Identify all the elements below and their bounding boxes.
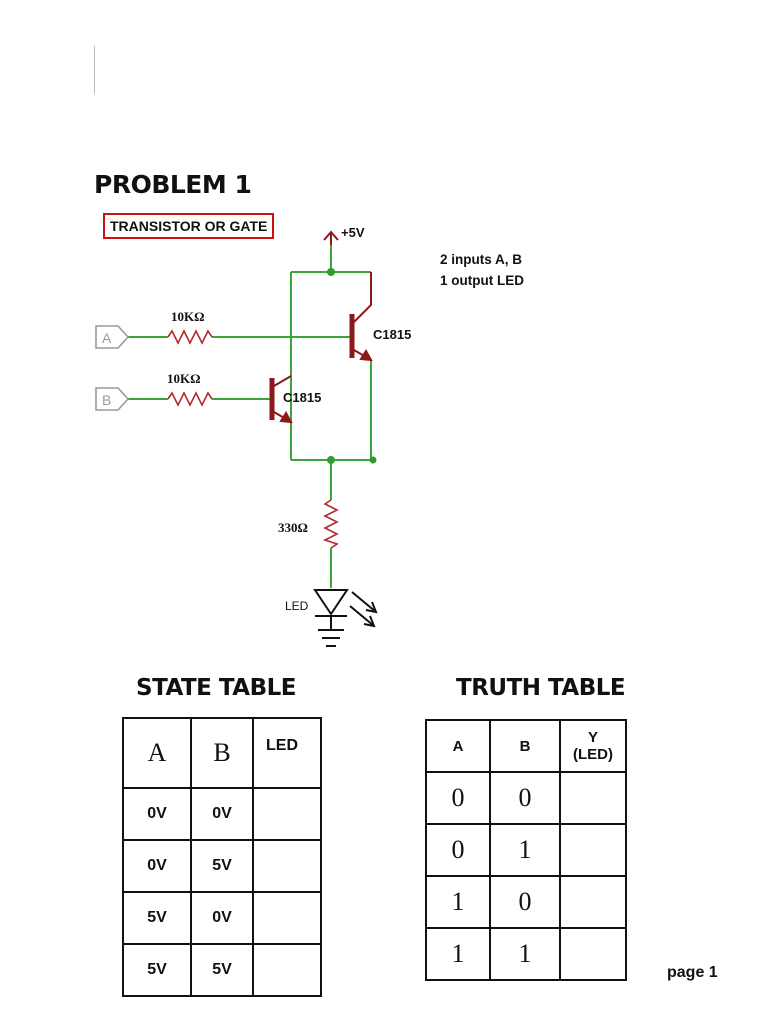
resistor-b-label: 10KΩ — [167, 371, 201, 386]
state-header-led: LED — [252, 717, 322, 788]
state-cell-b: 0V — [190, 891, 253, 944]
circuit-notes: 2 inputs A, B 1 output LED — [440, 249, 524, 291]
transistor-bottom-symbol — [269, 375, 293, 424]
input-b-label: B — [102, 392, 111, 408]
table-row: 1 0 — [425, 875, 627, 928]
circuit-diagram: +5V C1815 C1815 LED 10KΩ 10KΩ 330Ω A B — [95, 225, 411, 647]
state-cell-led[interactable] — [252, 943, 322, 997]
led-symbol — [313, 589, 378, 647]
truth-cell-y[interactable] — [559, 875, 627, 928]
state-cell-a: 0V — [122, 787, 191, 840]
resistor-led-symbol — [322, 499, 339, 549]
state-cell-b: 5V — [190, 943, 253, 997]
truth-cell-y[interactable] — [559, 927, 627, 981]
table-row: 0V 5V — [122, 839, 322, 892]
page-label: page 1 — [667, 964, 718, 981]
transistor-bottom-label: C1815 — [283, 390, 321, 405]
table-row: 5V 5V — [122, 943, 322, 997]
resistor-led-label: 330Ω — [278, 520, 308, 535]
truth-cell-b: 1 — [489, 823, 560, 876]
state-cell-a: 5V — [122, 891, 191, 944]
problem-title: PROBLEM 1 — [94, 170, 252, 199]
state-cell-led[interactable] — [252, 787, 322, 840]
truth-header-led-label: (LED) — [573, 746, 613, 763]
truth-table: A B Y (LED) 0 0 0 1 1 0 1 1 — [425, 719, 627, 981]
transistor-top-label: C1815 — [373, 327, 411, 342]
note-inputs: 2 inputs A, B — [440, 252, 523, 267]
node-top — [327, 268, 335, 276]
supply-label: +5V — [341, 225, 365, 240]
transistor-top-symbol — [349, 272, 373, 362]
state-cell-a: 5V — [122, 943, 191, 997]
truth-cell-a: 1 — [425, 927, 490, 981]
truth-cell-y[interactable] — [559, 771, 627, 824]
table-row: 0 1 — [425, 823, 627, 876]
table-row: 0 0 — [425, 771, 627, 824]
state-cell-b: 5V — [190, 839, 253, 892]
state-cell-b: 0V — [190, 787, 253, 840]
state-table-title: STATE TABLE — [136, 675, 297, 701]
truth-header-a: A — [425, 719, 490, 772]
truth-header-b: B — [489, 719, 560, 772]
table-row: 5V 0V — [122, 891, 322, 944]
state-cell-led[interactable] — [252, 891, 322, 944]
truth-cell-a: 0 — [425, 771, 490, 824]
node-bottom-right — [369, 456, 377, 464]
text-cursor-bar — [94, 46, 95, 94]
node-bottom-center — [327, 456, 335, 464]
input-b-port — [95, 387, 130, 411]
truth-cell-b: 1 — [489, 927, 560, 981]
led-label: LED — [285, 599, 309, 613]
truth-cell-b: 0 — [489, 771, 560, 824]
resistor-a-symbol — [167, 329, 213, 345]
table-row: 1 1 — [425, 927, 627, 981]
truth-cell-y[interactable] — [559, 823, 627, 876]
state-table-header-row: A B LED — [122, 717, 322, 788]
table-row: 0V 0V — [122, 787, 322, 840]
truth-table-header-row: A B Y (LED) — [425, 719, 627, 772]
state-cell-led[interactable] — [252, 839, 322, 892]
truth-cell-b: 0 — [489, 875, 560, 928]
truth-table-title: TRUTH TABLE — [456, 675, 626, 701]
resistor-a-label: 10KΩ — [171, 309, 205, 324]
truth-header-y: Y (LED) — [559, 719, 627, 772]
input-a-port — [95, 325, 130, 349]
state-header-b: B — [190, 717, 253, 788]
state-header-a: A — [122, 717, 191, 788]
state-cell-a: 0V — [122, 839, 191, 892]
truth-cell-a: 1 — [425, 875, 490, 928]
resistor-b-symbol — [167, 391, 213, 407]
truth-cell-a: 0 — [425, 823, 490, 876]
note-output: 1 output LED — [440, 273, 524, 288]
truth-header-y-label: Y — [587, 729, 598, 746]
input-a-label: A — [102, 330, 112, 346]
gate-label: TRANSISTOR OR GATE — [103, 213, 275, 239]
state-table: A B LED 0V 0V 0V 5V 5V 0V 5V 5V — [122, 717, 322, 997]
